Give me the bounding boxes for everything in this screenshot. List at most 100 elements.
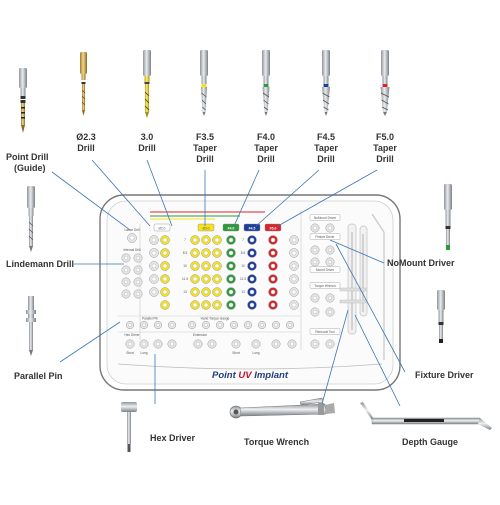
tray-hole-internal [121, 265, 131, 275]
tray-hole-drill [226, 248, 236, 258]
tray-length-label: 11.5 [240, 277, 246, 281]
tray-hole-drill [212, 300, 222, 310]
tray-hole-drill [149, 261, 159, 271]
tray-label-hex-driver: Hex Driver [124, 333, 140, 337]
tray-hole-torque [257, 320, 267, 330]
tray-hole-drill [212, 248, 222, 258]
tray-hole-drill [201, 261, 211, 271]
tray-hole-drill [201, 235, 211, 245]
tray-small-label: Long [252, 351, 259, 355]
label-nomount-driver: NoMount Driver [387, 258, 455, 268]
tray-length-label: 13 [241, 290, 245, 294]
tray-label-lance: Lance Drill [124, 228, 139, 232]
tray-hole-right [310, 223, 320, 233]
drill-2-3-instrument [80, 52, 87, 116]
tray-hole-right [310, 245, 320, 255]
tray-hole-drill [201, 300, 211, 310]
tray-hole-drill [289, 287, 299, 297]
tray-hole-drill [268, 300, 278, 310]
lindemann-drill-instrument [27, 186, 35, 252]
tray-top-strip [150, 211, 265, 220]
tray-hole-internal [133, 289, 143, 299]
tray-hole-drill [268, 287, 278, 297]
column-head-badge: F5.0 [264, 223, 282, 232]
nomount-driver-instrument [444, 184, 452, 250]
drill-3-0-instrument [143, 50, 151, 118]
tray-small-label: Long [140, 351, 147, 355]
tray-hole-internal [133, 277, 143, 287]
tray-hole-drill [268, 235, 278, 245]
tray-label-internal: Internal Drill [123, 248, 140, 252]
tray-right-head: Torque Wrench [309, 282, 341, 289]
tray-right-head: Removal Tool [309, 328, 341, 335]
tray-hole-bottom [167, 339, 177, 349]
tray-label-torque-gauge: Hand Torque Gauge [201, 317, 230, 321]
leader-lines [51, 159, 406, 407]
tray-hole-right [325, 245, 335, 255]
tray-hole-right [310, 339, 320, 349]
tray-hole-right [325, 293, 335, 303]
tray-hole-right [325, 307, 335, 317]
tray-length-label: 8.5 [241, 251, 246, 255]
tray-hole-drill [201, 274, 211, 284]
tray-hole-internal [121, 289, 131, 299]
svg-text:Torque Wrench: Torque Wrench [314, 284, 336, 288]
tray-hole-torque [201, 320, 211, 330]
label-fixture-driver: Fixture Driver [415, 370, 474, 380]
tray-hole-drill [226, 300, 236, 310]
tray-hole-drill [268, 248, 278, 258]
tray-hole-bottom [125, 339, 135, 349]
tray-hole-torque [243, 320, 253, 330]
tray-hole-internal [121, 253, 131, 263]
tray-length-label: 10 [183, 264, 187, 268]
tray-hole-bottom [231, 339, 241, 349]
hex-driver-instrument [121, 402, 137, 452]
tray-hole-pin [125, 320, 135, 330]
tray-hole-drill [226, 287, 236, 297]
tray-channel [339, 213, 385, 360]
svg-text:NoMount Driver: NoMount Driver [314, 216, 337, 220]
tray-hole-drill [149, 235, 159, 245]
svg-text:F5.0: F5.0 [270, 226, 277, 230]
tray-hole-drill [201, 287, 211, 297]
tray-hole-right [325, 339, 335, 349]
tray-length-label: 10 [241, 264, 245, 268]
label-lindemann-drill: Lindemann Drill [6, 259, 75, 269]
tray-hole-drill [268, 261, 278, 271]
parallel-pin-instrument [26, 296, 36, 356]
svg-text:Mount Driver: Mount Driver [316, 268, 335, 272]
column-head-badge: Ø2.0 [153, 223, 171, 232]
tray-hole-drill [160, 300, 170, 310]
tray-hole-right [325, 257, 335, 267]
taper-drill-4-5-instrument [322, 50, 330, 116]
tray-hole-drill [247, 287, 257, 297]
tray-brand: Point UV Implant [212, 370, 289, 381]
tray-label-parallel-pin: Parallel Pin [142, 317, 158, 321]
tray-hole-drill [190, 235, 200, 245]
tray-hole-right [310, 307, 320, 317]
tray-hole-bottom [271, 339, 281, 349]
tray-hole-internal [121, 277, 131, 287]
tray-hole-drill [160, 274, 170, 284]
column-head-badge: F4.0 [222, 223, 240, 232]
tray-right-head: NoMount Driver [309, 214, 341, 221]
taper-drill-4-0-instrument [262, 50, 270, 116]
tray-hole-bottom [193, 339, 203, 349]
depth-gauge-instrument [360, 402, 492, 430]
label-hex-driver: Hex Driver [150, 433, 196, 443]
torque-wrench-instrument [229, 397, 335, 419]
tray-hole-torque [215, 320, 225, 330]
label-depth-gauge: Depth Gauge [402, 437, 459, 447]
tray-hole-drill [149, 274, 159, 284]
tray-hole-drill [247, 248, 257, 258]
tray-hole-bottom [251, 339, 261, 349]
tray-hole-drill [190, 261, 200, 271]
point-drill-instrument [19, 68, 27, 133]
tray-hole-drill [247, 235, 257, 245]
svg-text:Removal Tool: Removal Tool [315, 330, 335, 334]
